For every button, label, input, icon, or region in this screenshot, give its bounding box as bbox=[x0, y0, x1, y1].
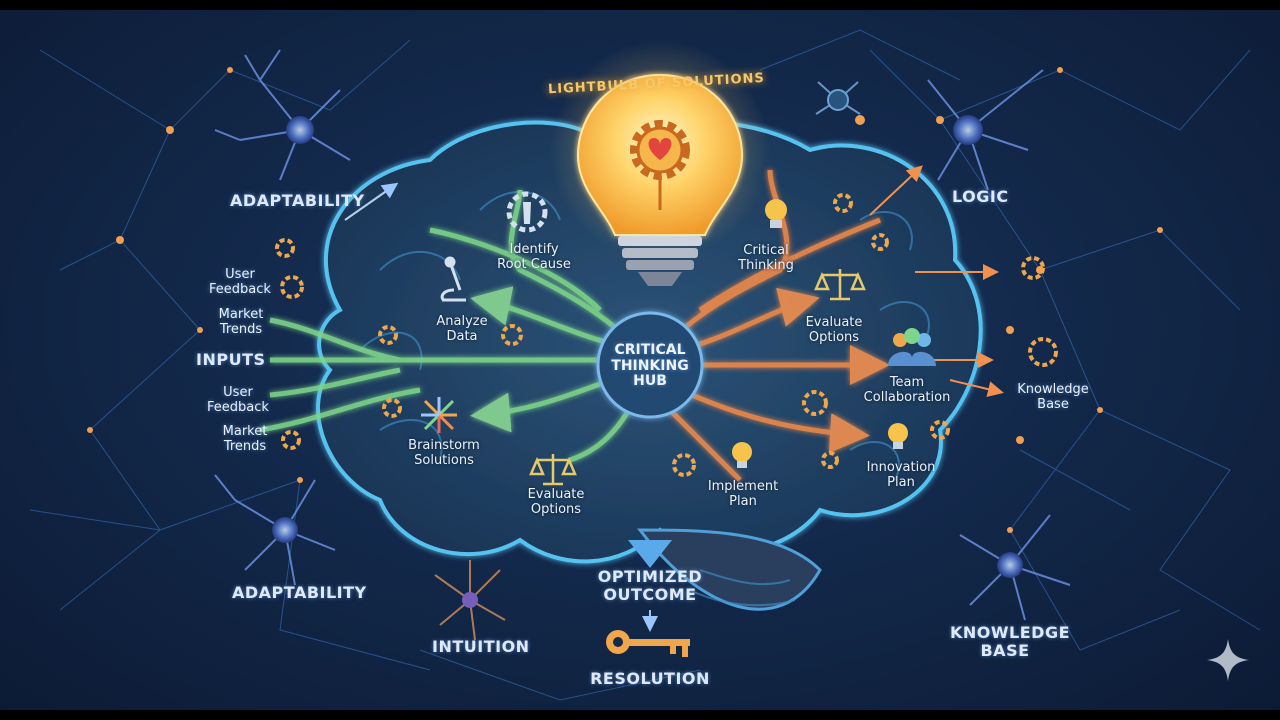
label-line: KNOWLEDGE bbox=[950, 623, 1071, 642]
team-icon bbox=[888, 328, 936, 366]
node-line: Innovation bbox=[866, 460, 936, 475]
label-line: Trends bbox=[223, 438, 267, 454]
label-line: BASE bbox=[980, 640, 1030, 660]
node-line: Critical bbox=[743, 243, 789, 258]
diagram-canvas: LIGHTBULB OF SOLUTIONS CRITICAL THINKING… bbox=[0, 10, 1280, 710]
microscope-icon bbox=[440, 256, 466, 302]
sparkle-icon bbox=[1207, 639, 1249, 681]
node-brainstorm-solutions: Brainstorm Solutions bbox=[396, 438, 492, 468]
node-line: Thinking bbox=[738, 257, 794, 273]
label-line: User bbox=[223, 385, 253, 400]
label-market-trends-1: Market Trends bbox=[210, 307, 272, 337]
label-line: Market bbox=[218, 307, 264, 322]
node-line: Analyze bbox=[436, 314, 488, 329]
scales-icon bbox=[529, 269, 866, 486]
hub-label: CRITICAL THINKING HUB bbox=[598, 342, 702, 390]
node-analyze-data: Analyze Data bbox=[426, 314, 498, 344]
label-line: Base bbox=[1037, 396, 1069, 412]
node-line: Team bbox=[889, 375, 925, 390]
node-line: Data bbox=[446, 328, 478, 344]
label-line: OPTIMIZED bbox=[597, 567, 703, 586]
label-line: Feedback bbox=[207, 399, 269, 415]
adaptability-arrow bbox=[344, 182, 399, 221]
node-implement-plan: Implement Plan bbox=[700, 479, 786, 509]
label-optimized-outcome: OPTIMIZED OUTCOME bbox=[588, 568, 712, 604]
label-inputs: INPUTS bbox=[196, 350, 266, 369]
hub-circle bbox=[596, 311, 704, 419]
label-knowledge-base-mid: Knowledge Base bbox=[1008, 382, 1098, 412]
label-line: Knowledge bbox=[1017, 382, 1089, 397]
right-arrows bbox=[869, 165, 1004, 397]
hub-line-2: THINKING bbox=[611, 357, 689, 374]
node-team-collaboration: Team Collaboration bbox=[855, 375, 959, 405]
node-line: Options bbox=[808, 329, 860, 345]
neuron-icon bbox=[214, 49, 1071, 641]
node-line: Collaboration bbox=[863, 389, 951, 405]
brain-diagram bbox=[29, 29, 1261, 701]
node-evaluate-options-left: Evaluate Options bbox=[518, 487, 594, 517]
label-line: Market bbox=[222, 424, 268, 439]
label-adaptability-top: ADAPTABILITY bbox=[230, 191, 365, 210]
hub-line-1: CRITICAL bbox=[614, 342, 686, 358]
node-line: Plan bbox=[887, 474, 915, 490]
label-intuition: INTUITION bbox=[432, 637, 530, 656]
arrows-burst-icon bbox=[421, 397, 457, 433]
hub-line-3: HUB bbox=[633, 373, 667, 390]
label-knowledge-base-bottom: KNOWLEDGE BASE bbox=[950, 623, 1071, 660]
node-line: Identify bbox=[509, 242, 559, 257]
label-adaptability-bottom: ADAPTABILITY bbox=[232, 583, 367, 602]
node-evaluate-options-right: Evaluate Options bbox=[796, 315, 872, 345]
gear-heart-icon bbox=[630, 120, 690, 210]
node-line: Root Cause bbox=[497, 256, 571, 272]
label-logic: LOGIC bbox=[952, 187, 1009, 206]
label-line: Feedback bbox=[209, 281, 271, 297]
outcome-arrow-head bbox=[628, 540, 672, 568]
key-icon bbox=[606, 630, 690, 657]
node-critical-thinking: Critical Thinking bbox=[728, 243, 804, 273]
lightbulb-icon bbox=[550, 40, 770, 286]
node-line: Implement bbox=[707, 479, 779, 494]
gear-icon bbox=[275, 193, 1058, 477]
lightbulb-small-icon bbox=[732, 199, 908, 468]
node-line: Brainstorm bbox=[408, 438, 480, 453]
node-line: Evaluate bbox=[805, 315, 863, 330]
network-nodes bbox=[87, 67, 1163, 533]
node-line: Solutions bbox=[414, 452, 474, 468]
node-identify-root-cause: Identify Root Cause bbox=[486, 242, 582, 272]
label-resolution: RESOLUTION bbox=[590, 669, 710, 688]
label-user-feedback-1: User Feedback bbox=[205, 267, 275, 297]
node-innovation-plan: Innovation Plan bbox=[858, 460, 944, 490]
wrench-gear-icon bbox=[506, 191, 548, 233]
node-line: Plan bbox=[729, 493, 757, 509]
label-user-feedback-2: User Feedback bbox=[203, 385, 273, 415]
label-line: User bbox=[225, 267, 255, 282]
label-market-trends-2: Market Trends bbox=[214, 424, 276, 454]
node-line: Evaluate bbox=[527, 487, 585, 502]
label-line: Trends bbox=[219, 321, 263, 337]
label-line: OUTCOME bbox=[603, 584, 697, 604]
node-line: Options bbox=[530, 501, 582, 517]
